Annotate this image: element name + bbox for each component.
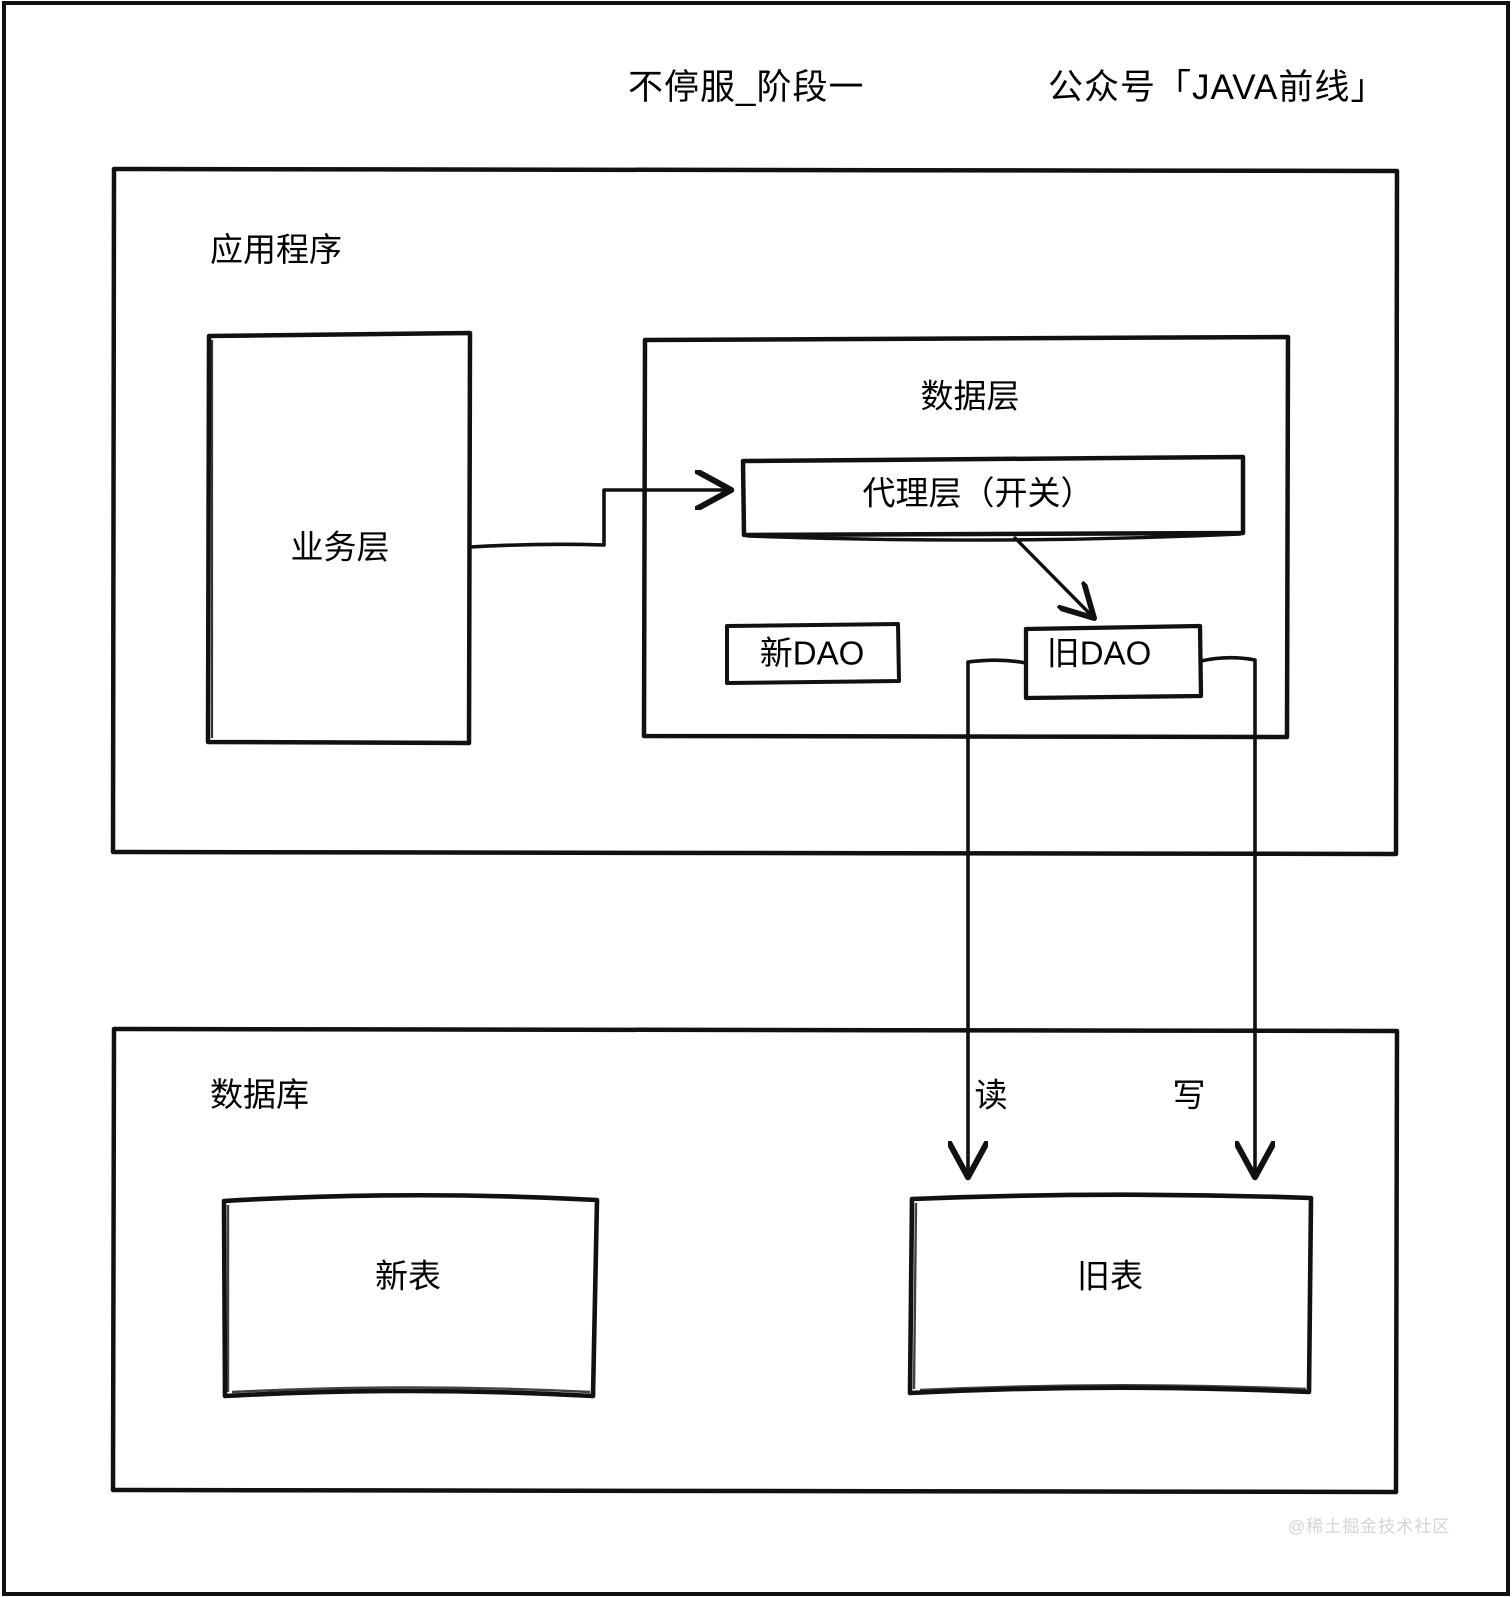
read-edge-label: 读 bbox=[974, 1076, 1008, 1114]
data-layer-outline bbox=[641, 334, 1291, 740]
old-dao-label: 旧DAO bbox=[1046, 634, 1152, 672]
write-edge-label: 写 bbox=[1172, 1076, 1206, 1114]
database-container-outline bbox=[110, 1026, 1400, 1495]
new-dao-label: 新DAO bbox=[759, 634, 865, 672]
edge-old-dao-write-to-old-table bbox=[1199, 655, 1255, 1174]
new-table-label: 新表 bbox=[375, 1257, 441, 1295]
watermark-label: @稀土掘金技术社区 bbox=[1288, 1517, 1451, 1536]
old-dao-outline bbox=[1023, 623, 1204, 701]
old-table-label: 旧表 bbox=[1077, 1257, 1143, 1295]
page-title-right: 公众号「JAVA前线」 bbox=[1048, 68, 1387, 107]
page-title-left: 不停服_阶段一 bbox=[628, 68, 865, 107]
edge-old-dao-read-to-old-table bbox=[968, 658, 1028, 1174]
old-table-outline bbox=[907, 1192, 1314, 1396]
application-container-outline bbox=[110, 166, 1400, 857]
database-container-label: 数据库 bbox=[210, 1076, 309, 1113]
application-container-label: 应用程序 bbox=[210, 231, 342, 268]
data-layer-label: 数据层 bbox=[920, 377, 1020, 415]
edge-proxy-to-old-dao bbox=[1013, 536, 1092, 616]
new-dao-outline bbox=[725, 622, 901, 685]
business-layer-outline bbox=[205, 330, 473, 746]
proxy-layer-outline bbox=[740, 454, 1246, 542]
proxy-layer-label: 代理层（开关） bbox=[862, 474, 1094, 512]
new-table-outline bbox=[221, 1192, 600, 1399]
business-layer-label: 业务层 bbox=[290, 528, 390, 566]
edge-business-to-proxy bbox=[468, 490, 728, 549]
